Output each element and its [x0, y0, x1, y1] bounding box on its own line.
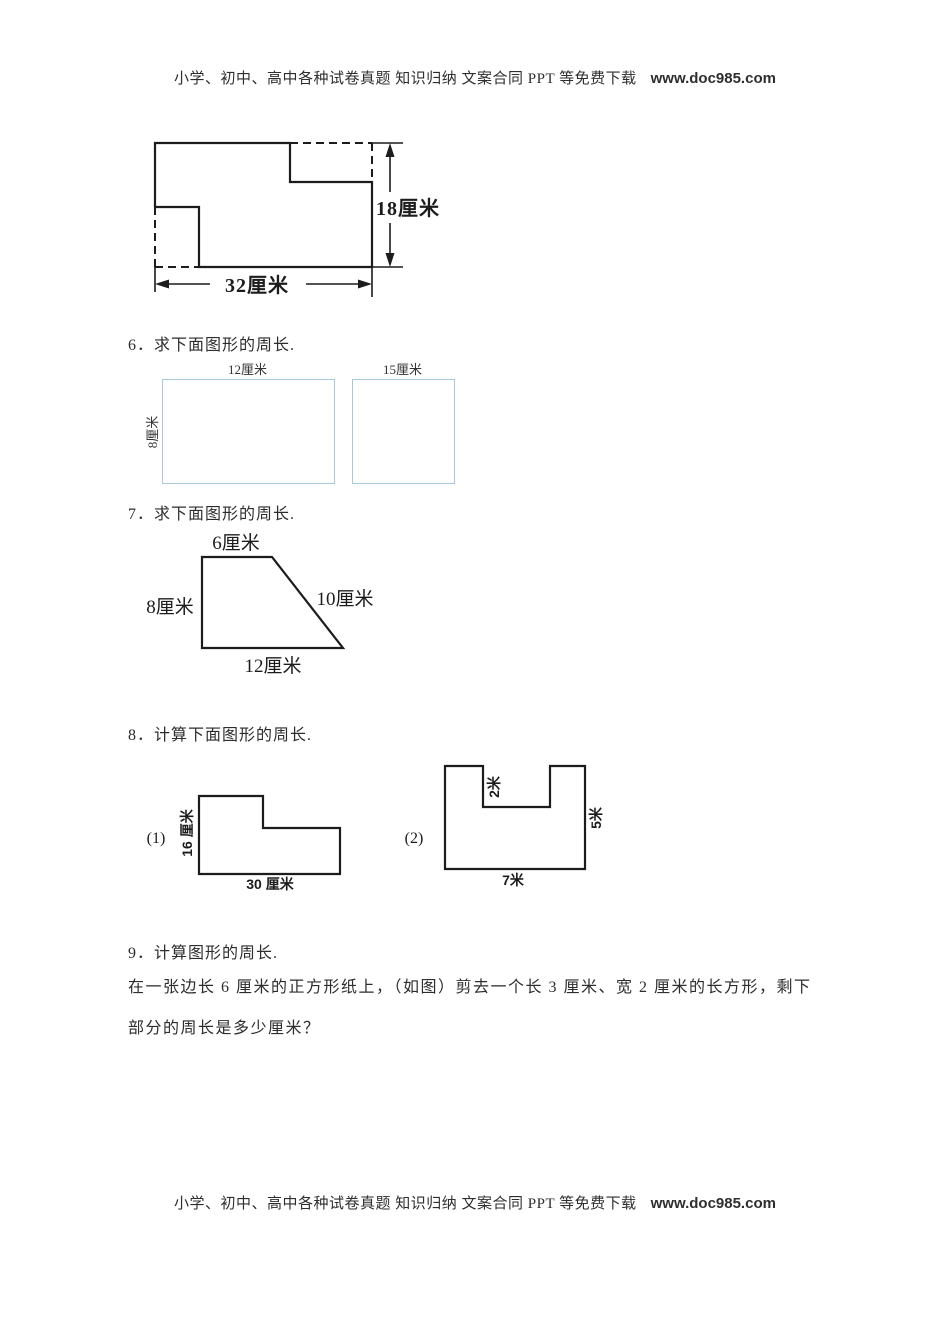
- arrow-left-icon: [155, 279, 169, 289]
- question-9-text-line-2: 部分的周长是多少厘米？: [128, 1020, 321, 1037]
- q8-fig2-outline: [443, 764, 587, 871]
- q7-left-label: 8厘米: [146, 596, 194, 618]
- q7-top-label: 6厘米: [212, 532, 260, 554]
- footer-url: www.doc985.com: [650, 1195, 776, 1212]
- question-9-text-line-1: 在一张边长 6 厘米的正方形纸上，（如图）剪去一个长 3 厘米、宽 2 厘米的长…: [128, 979, 812, 996]
- q8-fig2-height-label: 5米: [588, 806, 604, 829]
- q7-trapezoid-figure: 6厘米 8厘米 10厘米 12厘米: [146, 532, 373, 677]
- q8-fig2-index-label: (2): [405, 830, 424, 847]
- figure-top-height-label: 18厘米: [376, 197, 440, 220]
- arrow-down-icon: [385, 253, 395, 267]
- q7-trapezoid-outline: [200, 555, 346, 650]
- q8-figure-2-u-shape: (2) 2米 5米 7米: [405, 764, 604, 888]
- header-text: 小学、初中、高中各种试卷真题 知识归纳 文案合同 PPT 等免费下载: [174, 71, 637, 87]
- q6-rectangle-1: [162, 379, 335, 484]
- page-header: 小学、初中、高中各种试卷真题 知识归纳 文案合同 PPT 等免费下载 www.do…: [0, 67, 950, 88]
- figure-top-dashed-outline: [154, 142, 373, 268]
- figure-top-composite-rectangle: 18厘米 32厘米: [153, 141, 440, 297]
- q8-fig2-notch-label: 2米: [486, 775, 502, 798]
- question-9-title: 9．计算图形的周长.: [128, 945, 279, 962]
- q7-bottom-label: 12厘米: [244, 655, 301, 677]
- figure-top-dimension-lines: [168, 156, 391, 285]
- figure-top-solid-outline: [153, 141, 374, 269]
- question-8-title: 8．计算下面图形的周长.: [128, 727, 313, 744]
- q8-fig2-width-label: 7米: [502, 872, 525, 888]
- figure-top-width-label: 32厘米: [225, 274, 289, 297]
- q6-rect1-height-label: 8厘米: [145, 415, 160, 449]
- q8-figure-1-l-shape: (1) 16 厘米 30 厘米: [147, 794, 342, 892]
- q6-rect1-width-label: 12厘米: [227, 362, 267, 377]
- header-url: www.doc985.com: [650, 70, 776, 87]
- figure-top-extension-lines: [154, 142, 403, 297]
- question-7-title: 7．求下面图形的周长.: [128, 506, 296, 523]
- q7-slant-label: 10厘米: [316, 588, 373, 610]
- q8-fig1-index-label: (1): [147, 830, 166, 847]
- q6-rect2-width-label: 15厘米: [382, 362, 422, 377]
- arrow-up-icon: [385, 143, 395, 157]
- footer-text: 小学、初中、高中各种试卷真题 知识归纳 文案合同 PPT 等免费下载: [174, 1196, 637, 1212]
- question-6-title: 6．求下面图形的周长.: [128, 337, 296, 354]
- q8-fig1-width-label: 30 厘米: [246, 876, 294, 892]
- q6-rectangle-2: [352, 379, 455, 484]
- page-footer: 小学、初中、高中各种试卷真题 知识归纳 文案合同 PPT 等免费下载 www.do…: [0, 1192, 950, 1213]
- arrow-right-icon: [358, 279, 372, 289]
- q8-fig1-height-label: 16 厘米: [179, 808, 195, 856]
- q8-fig1-outline: [197, 794, 342, 876]
